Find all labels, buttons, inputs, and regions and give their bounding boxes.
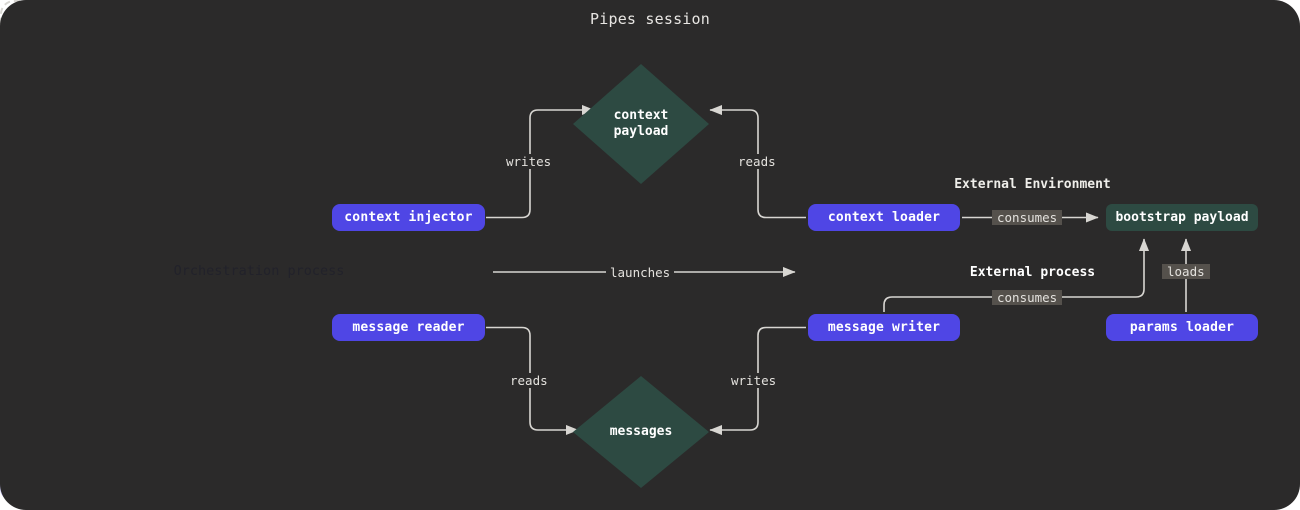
resource-context-payload-label: context payload: [613, 108, 669, 139]
edge-label-reads-messages: reads: [506, 373, 552, 388]
node-context-loader[interactable]: context loader: [808, 204, 960, 231]
resource-context-payload[interactable]: context payload: [570, 61, 712, 187]
edge-label-consumes-context: consumes: [992, 210, 1063, 225]
diamond-shape: [573, 376, 709, 488]
edge-label-consumes-message: consumes: [992, 290, 1063, 305]
page-title: Pipes session: [590, 10, 710, 28]
resource-messages[interactable]: messages: [570, 373, 712, 491]
diamond-shape: [573, 64, 709, 184]
orchestration-process-label: Orchestration process: [173, 263, 345, 279]
node-params-loader[interactable]: params loader: [1106, 314, 1258, 341]
edge-label-writes-messages: writes: [727, 373, 781, 388]
node-message-reader[interactable]: message reader: [332, 314, 485, 341]
external-process-label: External process: [969, 264, 1096, 280]
resource-messages-label: messages: [609, 424, 673, 439]
node-bootstrap-payload[interactable]: bootstrap payload: [1106, 204, 1258, 231]
edge-label-loads: loads: [1162, 264, 1210, 279]
node-message-writer[interactable]: message writer: [808, 314, 960, 341]
edge-label-writes-context: writes: [502, 154, 556, 169]
node-context-injector[interactable]: context injector: [332, 204, 485, 231]
edge-label-reads-context: reads: [734, 154, 780, 169]
edge-label-launches: launches: [606, 265, 675, 280]
external-environment-label: External Environment: [954, 176, 1111, 192]
